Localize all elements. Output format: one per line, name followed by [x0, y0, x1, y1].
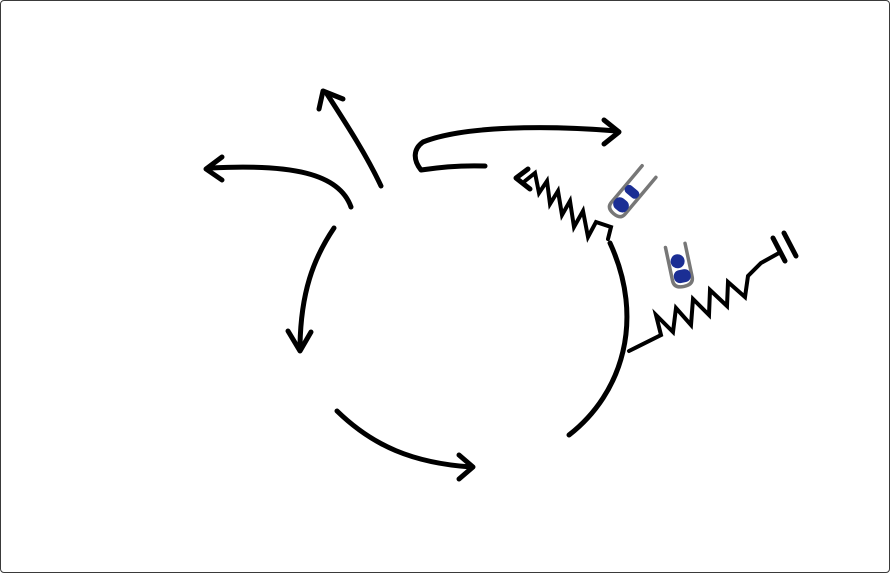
branch-arrow-left [203, 154, 354, 210]
spring-upper [513, 166, 614, 243]
branch-arrow-up [316, 88, 384, 189]
cycle-arc-left [285, 225, 337, 354]
cylinder-upper [607, 164, 658, 219]
piston-upper-a [624, 184, 640, 199]
piston-upper-b [613, 197, 629, 213]
cycle-arc-right [566, 240, 630, 438]
spring-lower [627, 251, 781, 353]
piston-lower-a [670, 254, 685, 269]
cylinder-lower [663, 241, 695, 289]
cycle-arc-bottom [334, 408, 476, 482]
piston-lower-b [673, 269, 691, 284]
branch-arrow-top-right [412, 117, 622, 173]
ground-symbol [770, 230, 799, 264]
